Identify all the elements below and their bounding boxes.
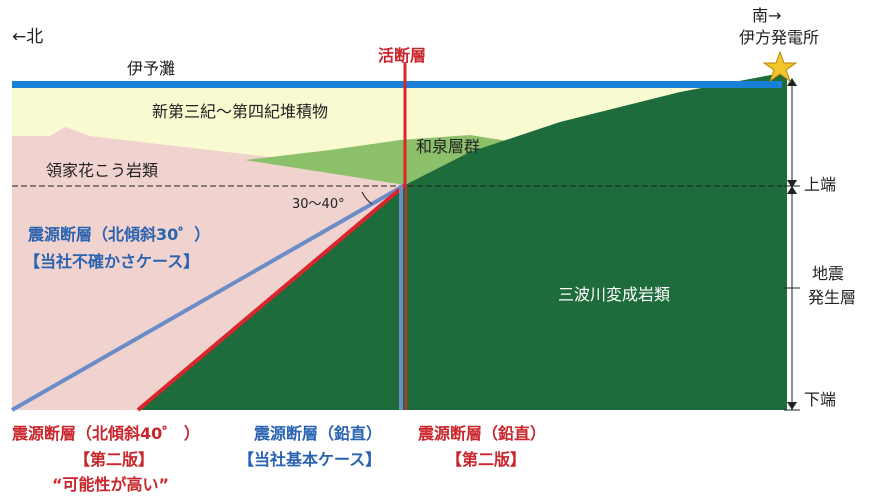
fault-vertical-base-label-2: 【当社基本ケース】 (238, 450, 382, 469)
sanbagawa-layer (405, 74, 787, 410)
fault-north30-label-1: 震源断層（北傾斜30゜） (28, 225, 211, 244)
fault-north30-label-2: 【当社不確かさケース】 (24, 252, 200, 271)
angle-label: 30～40° (292, 197, 345, 212)
ryoke-label: 領家花こう岩類 (46, 161, 159, 180)
fault-north40-label-2: 【第二版】 (74, 450, 155, 469)
active-fault-label: 活断層 (378, 46, 427, 65)
fault-north40-label-1: 震源断層（北傾斜40゜ ） (12, 424, 200, 443)
arrow-upper-down (787, 180, 797, 188)
izumi-label: 和泉層群 (416, 137, 481, 156)
fault-north-dip-30-line (11, 183, 406, 412)
arrow-lower-down (787, 402, 797, 410)
sanbagawa-label: 三波川変成岩類 (558, 285, 671, 304)
fault-vertical-v2-label-2: 【第二版】 (446, 450, 527, 469)
sediment-label: 新第三紀～第四紀堆積物 (152, 102, 329, 121)
south-direction-label: 南→ (752, 6, 782, 25)
angle-arc (361, 191, 373, 205)
izumi-group-layer (245, 135, 520, 185)
power-plant-star-icon (762, 50, 798, 83)
north-direction-label: ←北 (12, 27, 44, 47)
depth-bottom-label: 下端 (804, 390, 837, 409)
arrow-upper-up (787, 186, 797, 194)
fault-vertical-base-label-1: 震源断層（鉛直） (254, 424, 383, 443)
power-plant-label: 伊方発電所 (739, 28, 820, 47)
fault-north40-label-3: “可能性が高い” (52, 475, 170, 494)
depth-zone-label-2: 発生層 (808, 288, 857, 307)
depth-top-label: 上端 (804, 175, 837, 194)
fault-north-dip-40-line (136, 183, 407, 412)
depth-zone-label-1: 地震 (812, 264, 845, 283)
fault-vertical-v2-label-1: 震源断層（鉛直） (418, 424, 547, 443)
sea-label: 伊予灘 (127, 59, 176, 78)
sea-surface (12, 81, 782, 88)
arrow-top (787, 78, 797, 86)
